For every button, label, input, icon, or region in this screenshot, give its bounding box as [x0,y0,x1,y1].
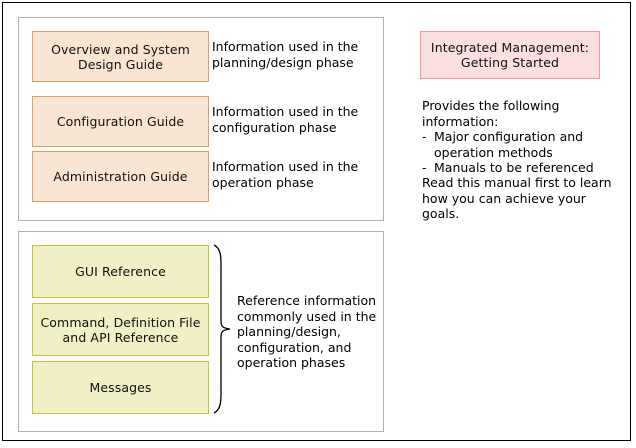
description-overview-and-system-design-guide: Information used in the planning/design … [212,39,359,70]
description-configuration-guide: Information used in the configuration ph… [212,104,359,135]
list-item: - Manuals to be referenced [422,160,627,176]
box-integrated-management-getting-started[interactable]: Integrated Management: Getting Started [420,31,600,79]
curly-brace-icon [213,244,231,414]
right-column-bullet-list: - Major configuration and operation meth… [422,129,627,176]
list-item-label: Major configuration and operation method… [434,129,584,160]
box-administration-guide[interactable]: Administration Guide [32,151,209,202]
box-messages[interactable]: Messages [32,361,209,414]
outer-frame: Overview and System Design Guide Informa… [2,2,631,441]
box-command-definition-file-and-api-reference[interactable]: Command, Definition File and API Referen… [32,303,209,356]
box-overview-and-system-design-guide[interactable]: Overview and System Design Guide [32,31,209,82]
box-gui-reference[interactable]: GUI Reference [32,245,209,298]
list-item-label: Manuals to be referenced [434,160,594,175]
description-reference-information: Reference information commonly used in t… [237,293,377,370]
bullet-marker-icon: - [422,129,427,144]
description-administration-guide: Information used in the operation phase [212,159,359,190]
list-item: - Major configuration and operation meth… [422,129,627,160]
right-column-closing-text: Read this manual first to learn how you … [422,175,612,221]
right-column-intro-text: Provides the following information: [422,98,560,129]
box-configuration-guide[interactable]: Configuration Guide [32,96,209,147]
bullet-marker-icon: - [422,160,427,175]
